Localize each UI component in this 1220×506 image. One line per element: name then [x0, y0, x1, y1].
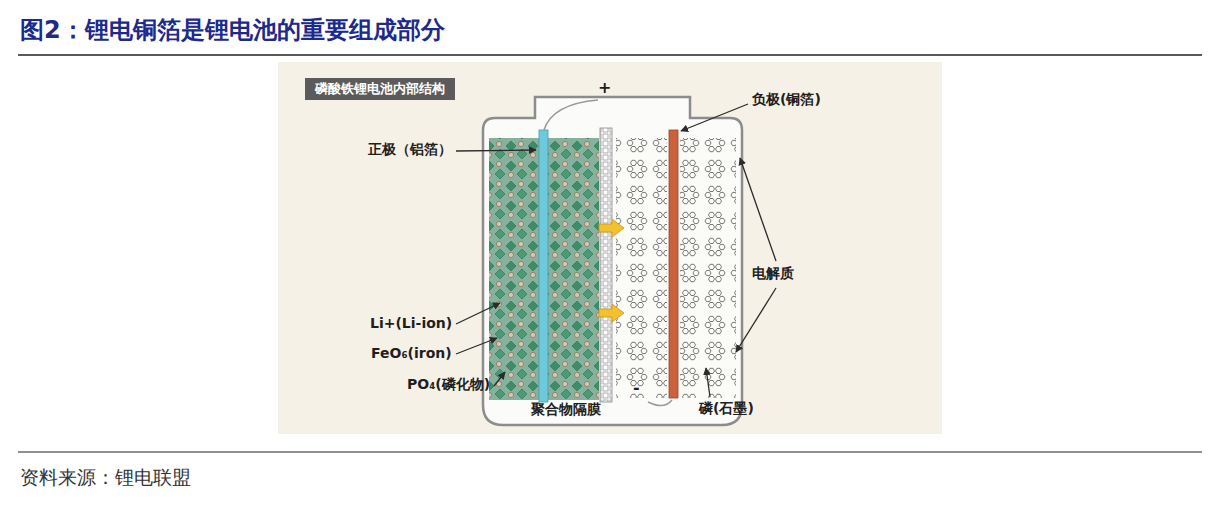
leader-line: [456, 303, 500, 324]
part-label: FeO₆(iron): [371, 345, 452, 362]
part-label: -: [633, 378, 640, 397]
leader-line: [456, 338, 497, 354]
figure-title: 图2：锂电铜箔是锂电池的重要组成部分: [20, 16, 445, 45]
leader-line: [494, 372, 505, 386]
part-label: 负极(铜箔): [752, 91, 821, 108]
part-label: 聚合物隔膜: [531, 401, 601, 418]
source-rule: [18, 451, 1202, 452]
graphite-right: [680, 138, 736, 398]
wire: [544, 100, 598, 130]
part-label: +: [598, 78, 611, 97]
copper-foil: [669, 130, 678, 398]
ion-arrow: [599, 219, 624, 237]
tag-text: 磷酸铁锂电池内部结构: [315, 81, 445, 97]
aluminium-foil: [539, 130, 548, 402]
leader-line: [456, 150, 536, 151]
wire: [648, 400, 672, 406]
part-label: 电解质: [752, 265, 794, 282]
battery-casing: [483, 97, 742, 425]
leader-line: [706, 368, 710, 397]
part-label: 磷(石墨): [699, 400, 754, 417]
leader-line: [740, 158, 776, 261]
leader-line: [681, 104, 748, 131]
polymer-separator: [600, 128, 612, 402]
part-label: PO₄(磷化物): [407, 376, 490, 393]
part-label: Li+(Li-ion): [370, 315, 452, 332]
leader-line: [736, 288, 776, 352]
title-tag: 磷酸铁锂电池内部结构: [305, 78, 455, 100]
title-rule: [18, 54, 1202, 56]
source-note: 资料来源：锂电联盟: [20, 466, 191, 489]
figure-ground: [278, 62, 942, 434]
part-label: 正极（铝箔）: [368, 141, 452, 158]
graphite-left: [616, 138, 667, 398]
ion-arrow: [599, 304, 624, 322]
